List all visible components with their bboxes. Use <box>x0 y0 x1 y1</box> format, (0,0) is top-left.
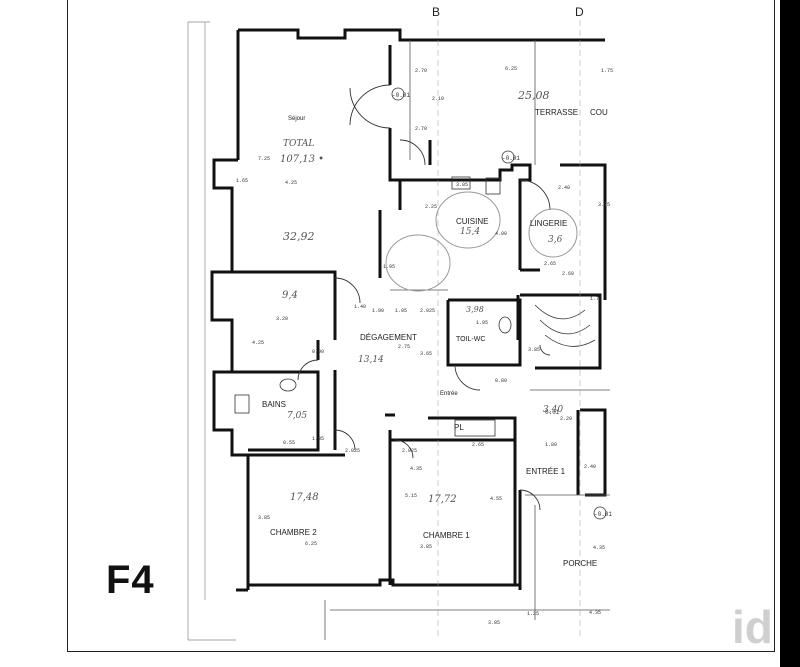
dimension-text: 2.65 <box>544 261 556 267</box>
dimension-text: 3.85 <box>598 202 610 208</box>
level-mark: -0.01 <box>502 155 520 162</box>
total-area: 107,13 • <box>280 154 324 165</box>
dimension-text: 2.10 <box>432 96 444 102</box>
secondary-lines <box>324 40 610 640</box>
grid-markers: B D <box>432 5 584 640</box>
dimension-text: 3.85 <box>420 544 432 550</box>
dimension-text: 3.20 <box>276 316 288 322</box>
dimension-text: 4.35 <box>410 466 422 472</box>
dimension-text: 1.75 <box>590 296 602 302</box>
placard-pl: PL <box>454 423 464 432</box>
dimension-text: 2.025 <box>345 448 360 454</box>
dimension-text: 1.95 <box>476 320 488 326</box>
dimension-text: 4.25 <box>285 180 297 186</box>
lingerie-area: 3,6 <box>548 235 563 245</box>
dimension-text: 2.40 <box>584 464 596 470</box>
dimension-text: 2.70 <box>415 126 427 132</box>
room-terrasse-cont: COU <box>590 108 608 117</box>
dimension-text: 6.25 <box>505 66 517 72</box>
room-cuisine: CUISINE <box>456 217 488 226</box>
sheet-frame <box>67 0 775 652</box>
grid-marker-d: D <box>575 5 584 19</box>
dimension-text: 7.25 <box>258 156 270 162</box>
degagement-area: 13,14 <box>358 355 384 365</box>
area-circles <box>385 191 578 292</box>
dimension-text: 2.75 <box>398 344 410 350</box>
dimension-text: 3.05 <box>456 182 468 188</box>
dimension-text: 6.25 <box>305 541 317 547</box>
dimension-text: 2.20 <box>560 416 572 422</box>
dimension-text: 1.65 <box>236 178 248 184</box>
entree-area: 3,40 <box>543 405 563 415</box>
room-bains: BAINS <box>262 400 286 409</box>
dimension-text: 1.80 <box>545 442 557 448</box>
dimension-text: 0.80 <box>495 378 507 384</box>
left-boundary-hatching <box>187 21 236 641</box>
room-labels: Séjour TOTAL 107,13 • 32,92 9,4 CUISINE … <box>262 89 608 568</box>
room-toilwc: TOIL-WC <box>456 336 485 343</box>
dimension-text: 3.85 <box>258 515 270 521</box>
dimension-text: 4.00 <box>495 231 507 237</box>
dimension-text: 5.15 <box>405 493 417 499</box>
door-swings <box>297 84 551 511</box>
dimension-text: 2.025 <box>402 448 417 454</box>
dimension-text: 2.60 <box>562 271 574 277</box>
room-chambre1: CHAMBRE 1 <box>423 531 470 540</box>
room-sejour: Séjour <box>288 116 305 122</box>
dimension-text: 4.55 <box>490 496 502 502</box>
room-degagement: DÉGAGEMENT <box>360 333 417 342</box>
dimension-text: 1.40 <box>354 304 366 310</box>
dimension-text: 1.95 <box>383 264 395 270</box>
level-marks: -0.01 -0.01 -0.01 0.01 <box>391 87 612 520</box>
level-mark: -0.01 <box>594 511 612 518</box>
grid-marker-b: B <box>432 5 440 19</box>
terrasse-area: 25,08 <box>517 89 550 102</box>
dimension-text: 2.025 <box>420 308 435 314</box>
toilwc-area: 3,98 <box>466 305 484 314</box>
plan-sheet: B D -0.01 -0.01 -0.01 0.01 Séjour TOTAL … <box>0 0 780 667</box>
room-entree: Entrée <box>440 391 458 397</box>
level-mark: -0.01 <box>392 92 410 99</box>
dimension-text: 1.75 <box>601 68 613 74</box>
dimension-text: 2.65 <box>472 442 484 448</box>
bains-area: 7,05 <box>287 411 307 421</box>
dimension-text: 4.25 <box>252 340 264 346</box>
dimension-text: 0.55 <box>283 440 295 446</box>
level-mark: 0.01 <box>545 409 560 416</box>
dimension-text: 1.35 <box>312 436 324 442</box>
dimension-text: 1.00 <box>372 308 384 314</box>
room-chambre2: CHAMBRE 2 <box>270 528 317 537</box>
dimension-text: 1.05 <box>395 308 407 314</box>
placard-area: 9,4 <box>282 290 298 301</box>
watermark-logo: id <box>732 601 773 653</box>
dimension-text: 2.70 <box>415 68 427 74</box>
dimension-text: 4.35 <box>589 610 601 616</box>
dimension-text: 2.25 <box>425 204 437 210</box>
room-entree1: ENTRÉE 1 <box>526 467 566 476</box>
dimension-text: 3.65 <box>420 351 432 357</box>
dimension-text: 0.90 <box>312 349 324 355</box>
dimension-text: 3.85 <box>528 347 540 353</box>
apartment-type-label: F4 <box>106 558 155 602</box>
dimension-text: 1.25 <box>527 611 539 617</box>
total-label: TOTAL <box>283 139 314 149</box>
chambre1-area: 17,72 <box>428 494 457 505</box>
right-edge-bar <box>780 0 800 667</box>
chambre2-area: 17,48 <box>290 492 319 503</box>
room-terrasse: TERRASSE <box>535 108 578 117</box>
room-lingerie: LINGERIE <box>530 219 567 228</box>
dimension-text: 2.40 <box>558 185 570 191</box>
sejour-area: 32,92 <box>283 230 315 243</box>
dimension-text: 3.85 <box>488 620 500 626</box>
room-porche: PORCHE <box>563 559 597 568</box>
cuisine-area: 15,4 <box>460 227 480 237</box>
dimension-text: 4.35 <box>593 545 605 551</box>
dimensions: 6.25 4.25 3.20 3.85 4.55 5.15 3.85 4.35 … <box>236 66 613 626</box>
floor-plan: B D -0.01 -0.01 -0.01 0.01 Séjour TOTAL … <box>187 5 613 641</box>
fixtures <box>234 176 596 437</box>
